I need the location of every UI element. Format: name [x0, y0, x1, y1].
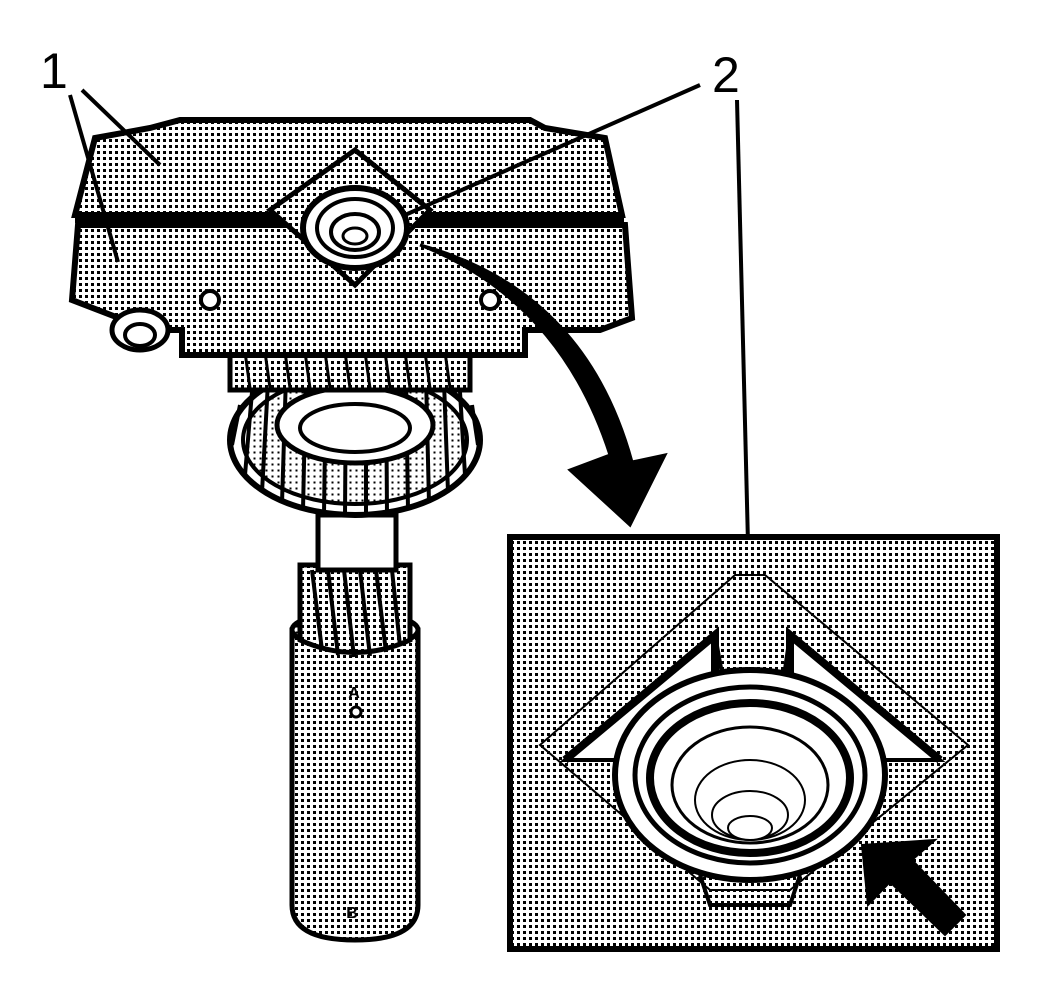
shaft-mark-a: A: [348, 685, 360, 702]
shaft-mark-b: B: [346, 905, 358, 922]
shaft-hole: [349, 705, 363, 719]
callout-label-2: 2: [712, 47, 740, 103]
case-bolt: [109, 307, 171, 353]
bearing-seal-small: [300, 185, 410, 271]
case-bolt-hole-left: [199, 289, 221, 311]
callout-label-1: 1: [40, 43, 68, 99]
shaft-neck: [315, 512, 399, 573]
large-gear: [227, 362, 483, 518]
leader-1a: [80, 88, 162, 167]
leader-2-case: [404, 83, 701, 217]
shaft-assembly: A B: [289, 512, 421, 943]
case-bolt-hole-right: [479, 289, 501, 311]
leader-1b: [68, 94, 120, 263]
pointer-arrow-icon: [860, 838, 967, 937]
curved-arrow-icon: [419, 243, 668, 528]
shaft-tube: [289, 627, 421, 943]
